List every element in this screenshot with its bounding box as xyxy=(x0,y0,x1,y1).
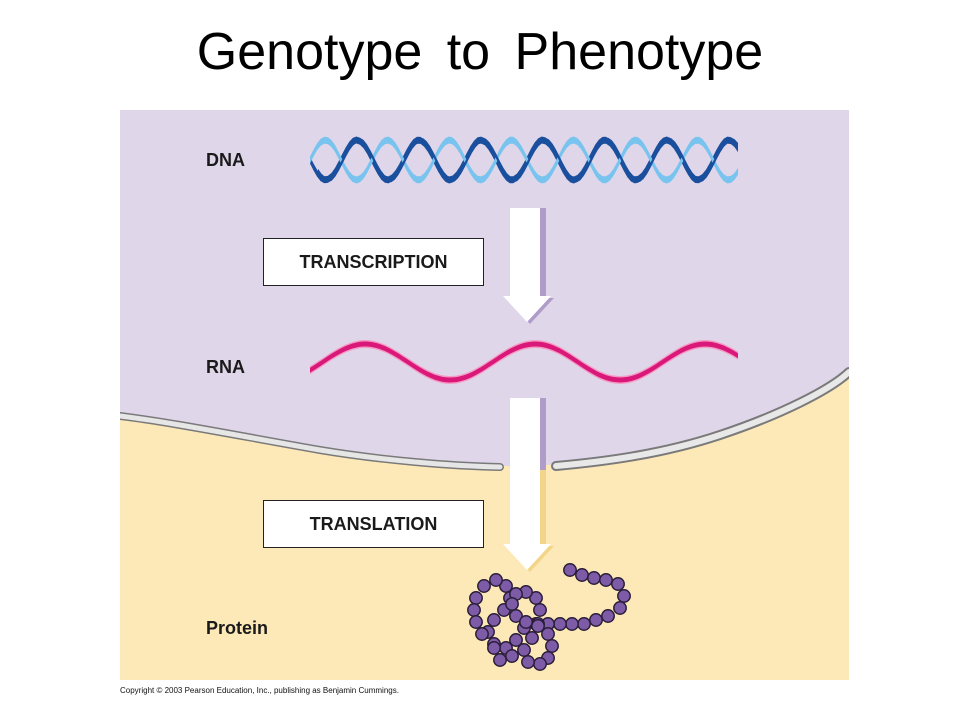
amino-acid-bead xyxy=(577,617,591,631)
amino-acid-bead xyxy=(469,615,483,629)
amino-acid-bead xyxy=(505,597,519,611)
amino-acid-bead xyxy=(475,627,489,641)
amino-acid-bead xyxy=(587,571,601,585)
amino-acid-bead xyxy=(533,657,547,671)
slide-title: Genotype to Phenotype xyxy=(196,23,764,81)
protein-label: Protein xyxy=(206,618,269,638)
rna-strand-dark xyxy=(310,341,738,383)
amino-acid-bead xyxy=(545,639,559,653)
amino-acid-bead xyxy=(467,603,481,617)
dna-double-helix xyxy=(310,136,738,184)
amino-acid-bead xyxy=(553,617,567,631)
amino-acid-bead xyxy=(529,591,543,605)
amino-acid-bead xyxy=(533,603,547,617)
translation-arrow xyxy=(503,398,554,572)
amino-acid-bead xyxy=(493,653,507,667)
amino-acid-bead xyxy=(521,655,535,669)
amino-acid-bead xyxy=(499,579,513,593)
translation-box: TRANSLATION xyxy=(263,500,484,548)
rna-strand xyxy=(310,340,738,384)
genotype-phenotype-figure: DNA RNA Protein TRANSCRIPTION TRANSLATIO… xyxy=(120,110,849,680)
dna-label: DNA xyxy=(206,150,245,170)
amino-acid-bead xyxy=(617,589,631,603)
amino-acid-bead xyxy=(487,641,501,655)
amino-acid-bead xyxy=(509,633,523,647)
amino-acid-bead xyxy=(599,573,613,587)
amino-acid-bead xyxy=(531,619,545,633)
protein-chain xyxy=(467,563,631,671)
amino-acid-bead xyxy=(477,579,491,593)
amino-acid-bead xyxy=(541,627,555,641)
amino-acid-bead xyxy=(525,631,539,645)
amino-acid-bead xyxy=(575,568,589,582)
amino-acid-bead xyxy=(505,649,519,663)
transcription-box: TRANSCRIPTION xyxy=(263,238,484,286)
dna-strand-dark-inner xyxy=(318,137,738,183)
amino-acid-bead xyxy=(589,613,603,627)
amino-acid-bead xyxy=(601,609,615,623)
amino-acid-bead xyxy=(613,601,627,615)
nucleus-region xyxy=(120,110,849,467)
copyright-notice: Copyright © 2003 Pearson Education, Inc.… xyxy=(120,686,399,695)
amino-acid-bead xyxy=(611,577,625,591)
amino-acid-bead xyxy=(469,591,483,605)
amino-acid-bead xyxy=(517,643,531,657)
rna-label: RNA xyxy=(206,357,245,377)
amino-acid-bead xyxy=(489,573,503,587)
transcription-arrow xyxy=(503,208,554,324)
amino-acid-bead xyxy=(509,609,523,623)
amino-acid-bead xyxy=(563,563,577,577)
amino-acid-bead xyxy=(519,615,533,629)
amino-acid-bead xyxy=(487,613,501,627)
amino-acid-bead xyxy=(565,617,579,631)
